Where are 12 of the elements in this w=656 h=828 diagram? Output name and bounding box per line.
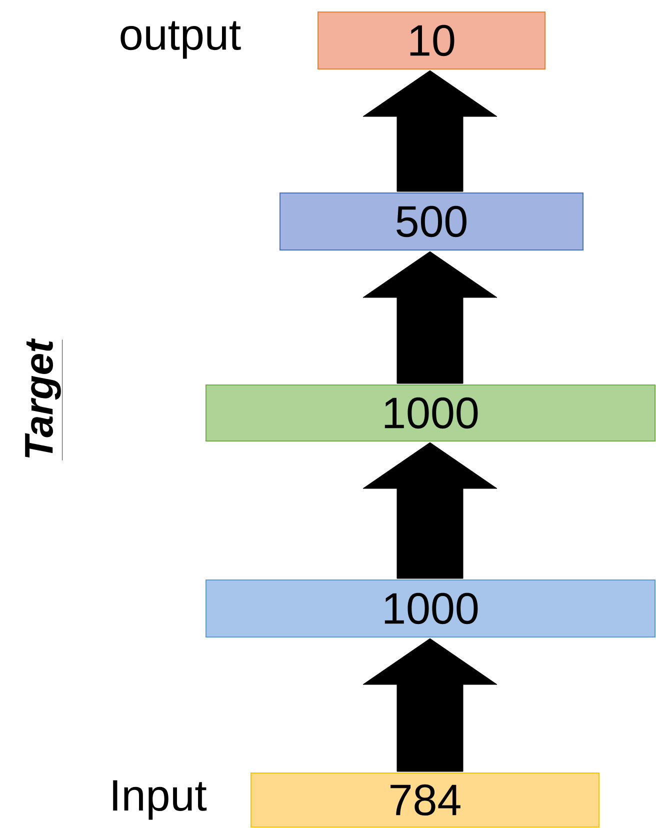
layer-label: output [120, 21, 241, 59]
layer-label: Input [113, 780, 207, 820]
layer-box: 10 [318, 12, 546, 70]
block-arrow [362, 442, 498, 579]
layer-box: 1000 [206, 384, 656, 442]
layer-box: 1000 [206, 580, 656, 638]
block-arrow [362, 638, 498, 772]
block-arrow [362, 70, 498, 192]
layer-box: 784 [250, 772, 600, 828]
axis-label: Target [25, 338, 63, 461]
block-arrow [362, 251, 498, 384]
layer-box: 500 [280, 192, 584, 250]
